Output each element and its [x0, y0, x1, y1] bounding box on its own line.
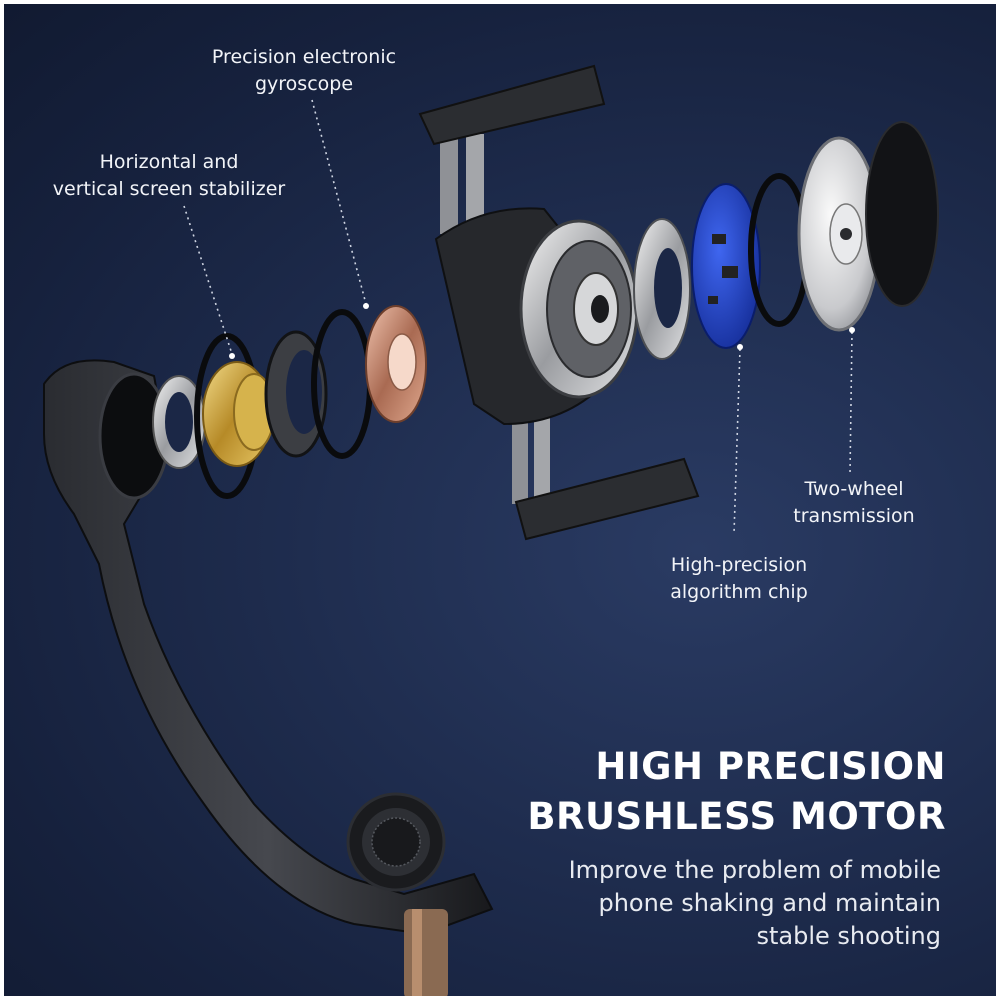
- callout-leaders: [183, 99, 855, 535]
- stabilizer-rings: [152, 309, 373, 499]
- motor-and-phone-clamp: [418, 64, 700, 541]
- description-line2: phone shaking and maintain: [598, 889, 941, 917]
- callout-transmission-line1: Two-wheel: [804, 478, 904, 500]
- description-line1: Improve the problem of mobile: [568, 856, 941, 884]
- callout-gyroscope-line2: gyroscope: [254, 73, 354, 95]
- callout-gyroscope: Precision electronic gyroscope: [184, 44, 424, 98]
- headline-line2: BRUSHLESS MOTOR: [527, 795, 946, 838]
- headline: HIGH PRECISION BRUSHLESS MOTOR: [527, 742, 946, 842]
- exploded-gimbal-illustration: [43, 64, 939, 996]
- callout-stabilizer: Horizontal and vertical screen stabilize…: [44, 149, 294, 203]
- motor-rings: [633, 218, 691, 360]
- gimbal-arm: [43, 359, 494, 996]
- transmission-wheels: [748, 121, 939, 332]
- callout-gyroscope-line1: Precision electronic: [211, 46, 397, 68]
- gyroscope-part: [365, 305, 427, 423]
- callout-chip-line2: algorithm chip: [670, 581, 808, 603]
- callout-transmission: Two-wheel transmission: [774, 476, 934, 530]
- product-image: Precision electronic gyroscope Horizonta…: [4, 4, 996, 996]
- callout-stabilizer-line2: vertical screen stabilizer: [52, 178, 286, 200]
- algorithm-chip-board: [691, 183, 761, 349]
- description: Improve the problem of mobile phone shak…: [569, 854, 941, 953]
- callout-stabilizer-line1: Horizontal and: [99, 151, 239, 173]
- headline-line1: HIGH PRECISION: [595, 745, 946, 788]
- callout-chip: High-precision algorithm chip: [644, 552, 834, 606]
- callout-transmission-line2: transmission: [793, 505, 915, 527]
- description-line3: stable shooting: [756, 922, 941, 950]
- callout-chip-line1: High-precision: [670, 554, 808, 576]
